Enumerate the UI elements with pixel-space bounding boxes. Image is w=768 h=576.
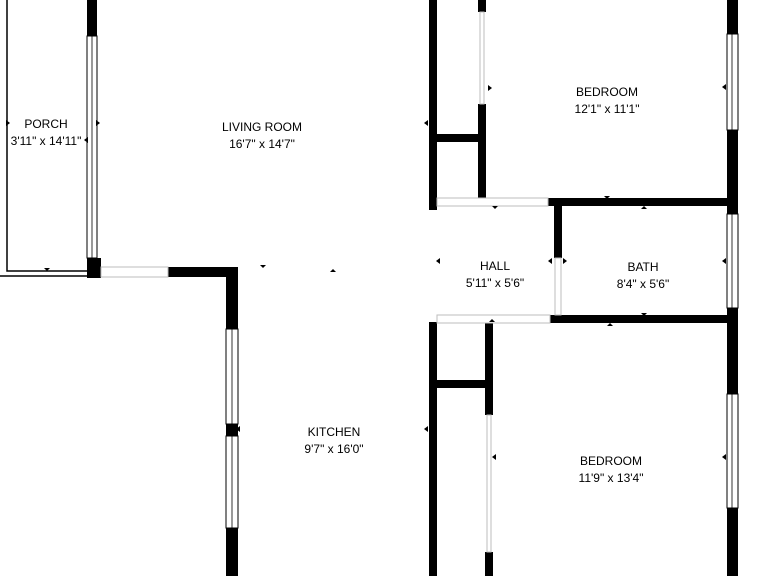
room-dimensions: 12'1" x 11'1" bbox=[574, 102, 640, 116]
room-dimensions: 11'9" x 13'4" bbox=[578, 471, 644, 485]
room-label-living-room: LIVING ROOM 16'7" x 14'7" bbox=[222, 119, 302, 153]
room-name: BATH bbox=[627, 260, 659, 274]
room-name: KITCHEN bbox=[307, 425, 361, 439]
marker bbox=[84, 137, 88, 143]
window-kitchen-lower bbox=[225, 435, 239, 529]
room-label-kitchen: KITCHEN 9'7" x 16'0" bbox=[304, 424, 363, 458]
room-dimensions: 9'7" x 16'0" bbox=[304, 442, 364, 456]
window-bath bbox=[726, 213, 739, 309]
porch-outline bbox=[0, 0, 92, 277]
room-name: BEDROOM bbox=[579, 454, 643, 468]
room-name: LIVING ROOM bbox=[221, 120, 303, 134]
room-dimensions: 3'11" x 14'11" bbox=[10, 134, 82, 148]
room-label-bedroom-1: BEDROOM 12'1" x 11'1" bbox=[575, 84, 640, 118]
room-name: HALL bbox=[479, 259, 511, 273]
room-dimensions: 8'4" x 5'6" bbox=[616, 277, 670, 291]
window-bedroom1 bbox=[726, 33, 739, 131]
room-dimensions: 16'7" x 14'7" bbox=[229, 137, 295, 151]
room-label-bedroom-2: BEDROOM 11'9" x 13'4" bbox=[579, 453, 644, 487]
room-label-porch: PORCH 3'11" x 14'11" bbox=[11, 116, 82, 150]
room-label-hall: HALL 5'11" x 5'6" bbox=[466, 258, 524, 292]
room-dimensions: 5'11" x 5'6" bbox=[465, 276, 525, 290]
room-label-bath: BATH 8'4" x 5'6" bbox=[617, 259, 669, 293]
window-porch bbox=[86, 35, 98, 259]
windows bbox=[86, 33, 739, 529]
window-bedroom2 bbox=[726, 393, 739, 509]
room-name: PORCH bbox=[24, 117, 68, 131]
window-kitchen-upper bbox=[225, 328, 239, 425]
walls bbox=[87, 0, 738, 576]
room-name: BEDROOM bbox=[575, 85, 639, 99]
markers bbox=[6, 84, 726, 460]
